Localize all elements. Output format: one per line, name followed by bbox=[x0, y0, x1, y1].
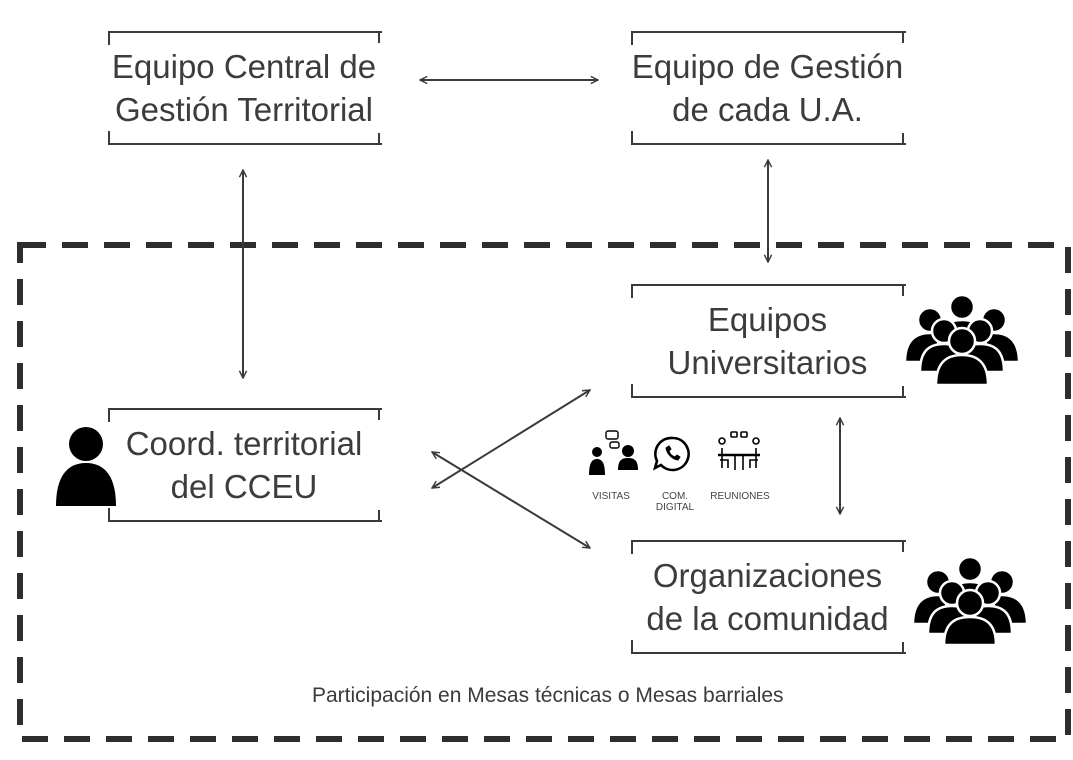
channel-digital-line2: DIGITAL bbox=[655, 502, 695, 513]
arrow-coordinator-to-university bbox=[432, 389, 590, 489]
community-orgs-line2: de la comunidad bbox=[646, 600, 889, 637]
coordinator-line1: Coord. territorial bbox=[125, 425, 363, 462]
coordinator-node: Coord. territorial del CCEU bbox=[108, 408, 382, 522]
whatsapp-icon bbox=[652, 436, 690, 472]
ua-team-node: Equipo de Gestión de cada U.A. bbox=[631, 31, 906, 145]
channel-digital-line1: COM. bbox=[661, 491, 689, 502]
person-icon bbox=[56, 427, 116, 506]
central-team-node: Equipo Central de Gestión Territorial bbox=[108, 31, 382, 145]
visits-icon bbox=[589, 430, 638, 475]
arrow-coordinator-to-community bbox=[432, 451, 590, 549]
group-icon-community bbox=[911, 555, 1029, 647]
community-orgs-node: Organizaciones de la comunidad bbox=[631, 540, 906, 654]
university-teams-line1: Equipos bbox=[707, 301, 828, 338]
meetings-icon bbox=[718, 431, 760, 470]
group-icon-university bbox=[903, 293, 1021, 387]
participation-label: Participación en Mesas técnicas o Mesas … bbox=[312, 684, 784, 707]
channel-visits-label: VISITAS bbox=[592, 491, 630, 502]
university-teams-node: Equipos Universitarios bbox=[631, 284, 906, 398]
central-team-line1: Equipo Central de bbox=[111, 48, 377, 85]
channel-meetings-label: REUNIONES bbox=[710, 491, 770, 502]
ua-team-line1: Equipo de Gestión bbox=[631, 48, 904, 85]
coordinator-line2: del CCEU bbox=[170, 468, 318, 505]
ua-team-line2: de cada U.A. bbox=[672, 91, 863, 128]
university-teams-line2: Universitarios bbox=[667, 344, 868, 381]
community-orgs-line1: Organizaciones bbox=[652, 557, 883, 594]
central-team-line2: Gestión Territorial bbox=[115, 91, 373, 128]
channel-digital-label: COM. DIGITAL bbox=[650, 491, 700, 513]
participation-boundary bbox=[17, 242, 1071, 742]
